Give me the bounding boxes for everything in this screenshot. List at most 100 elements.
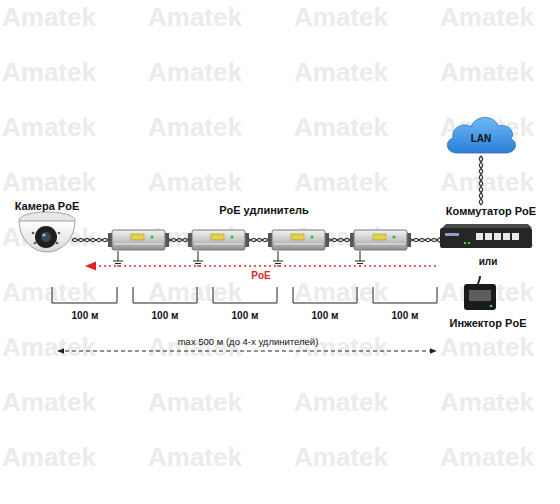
watermark: Amatek <box>148 57 242 87</box>
ground-symbol <box>113 251 123 266</box>
dimension-label: 100 м <box>300 309 350 322</box>
poe-switch <box>464 242 466 244</box>
watermark: Amatek <box>148 112 242 142</box>
twisted-cable <box>407 238 440 242</box>
poe-switch <box>468 242 470 244</box>
watermark: Amatek <box>294 112 388 142</box>
watermark: Amatek <box>440 442 534 472</box>
node-label: LAN <box>443 132 519 145</box>
poe-switch <box>442 224 532 228</box>
watermark: Amatek <box>148 167 242 197</box>
watermark: Amatek <box>294 2 388 32</box>
watermark: Amatek <box>148 442 242 472</box>
dome-camera <box>42 233 45 236</box>
watermark: Amatek <box>440 167 534 197</box>
ground-symbol <box>355 251 365 266</box>
watermark: Amatek <box>440 332 534 362</box>
ground-symbol <box>113 251 365 266</box>
watermark: Amatek <box>440 2 534 32</box>
poe-extender <box>192 230 245 250</box>
watermark: Amatek <box>2 167 96 197</box>
poe-injector <box>490 305 493 308</box>
twisted-cable <box>72 238 108 241</box>
dimension-label: 100 м <box>60 309 110 322</box>
poe-switch <box>476 233 483 240</box>
ground-symbol <box>193 251 203 266</box>
poe-extender <box>392 235 395 238</box>
poe-extender <box>230 235 233 238</box>
dome-camera <box>35 226 57 248</box>
poe-extender <box>356 244 405 245</box>
watermark: Amatek <box>148 387 242 417</box>
watermark: Amatek <box>440 387 534 417</box>
poe-extender <box>211 234 224 240</box>
poe-extender <box>150 235 153 238</box>
poe-switch <box>440 228 532 248</box>
dome-camera <box>41 232 51 242</box>
poe-extender <box>112 230 165 250</box>
dimension-label: 100 м <box>380 309 430 322</box>
dimension-label: max 500 м (до 4-х удлинителей) <box>138 335 358 348</box>
lan-cable <box>479 156 482 205</box>
watermark: Amatek <box>2 2 96 32</box>
watermark: Amatek <box>148 2 242 32</box>
poe-extender <box>272 230 325 250</box>
poe-extender <box>131 234 144 240</box>
note-label: или <box>468 255 508 268</box>
node-label: Инжектор PoE <box>440 317 536 330</box>
dome-camera <box>19 212 75 252</box>
watermark: Amatek <box>294 387 388 417</box>
dome-camera <box>58 232 61 235</box>
poe-extender <box>274 244 323 245</box>
poe-switch <box>485 233 492 240</box>
edge-label: PoE <box>231 269 291 282</box>
dome-camera <box>32 232 35 235</box>
dimension-bracket <box>373 287 437 303</box>
poe-switch <box>512 233 519 240</box>
dimension-line <box>58 351 436 352</box>
poe-injector <box>469 290 491 301</box>
node-label: Камера PoE <box>8 200 86 213</box>
watermark: Amatek <box>294 167 388 197</box>
watermark: Amatek <box>2 442 96 472</box>
watermark: Amatek <box>2 57 96 87</box>
node-label: Коммутатор PoE <box>436 205 546 218</box>
dimension-bracket <box>52 287 437 303</box>
poe-extender <box>350 230 411 250</box>
watermark: Amatek <box>2 112 96 142</box>
poe-extender <box>194 244 243 245</box>
poe-extender <box>114 244 163 245</box>
poe-injector <box>464 276 496 310</box>
watermark: Amatek <box>440 57 534 87</box>
poe-injector <box>464 284 496 310</box>
poe-extender <box>268 230 329 250</box>
dome-camera <box>56 242 59 245</box>
poe-extender <box>354 230 407 250</box>
watermark: Amatek <box>294 442 388 472</box>
poe-switch <box>440 224 532 248</box>
twisted-cable <box>72 238 108 241</box>
dimension-bracket <box>52 287 117 303</box>
twisted-cable <box>407 238 440 242</box>
poe-extender <box>188 230 249 250</box>
poe-extender <box>291 234 304 240</box>
watermark: Amatek <box>294 57 388 87</box>
dimension-bracket <box>133 287 197 303</box>
poe-injector <box>478 276 480 284</box>
poe-switch <box>503 233 510 240</box>
watermark: Amatek <box>2 332 96 362</box>
cloud-node: LAN <box>443 112 519 156</box>
poe-extender <box>373 234 386 240</box>
dimension-bracket <box>293 287 357 303</box>
watermark: Amatek <box>2 387 96 417</box>
part-label: PoE удлинитель <box>199 204 329 217</box>
dome-camera <box>34 242 37 245</box>
poe-switch <box>494 233 501 240</box>
poe-extender <box>310 235 313 238</box>
dimension-line <box>58 351 436 352</box>
